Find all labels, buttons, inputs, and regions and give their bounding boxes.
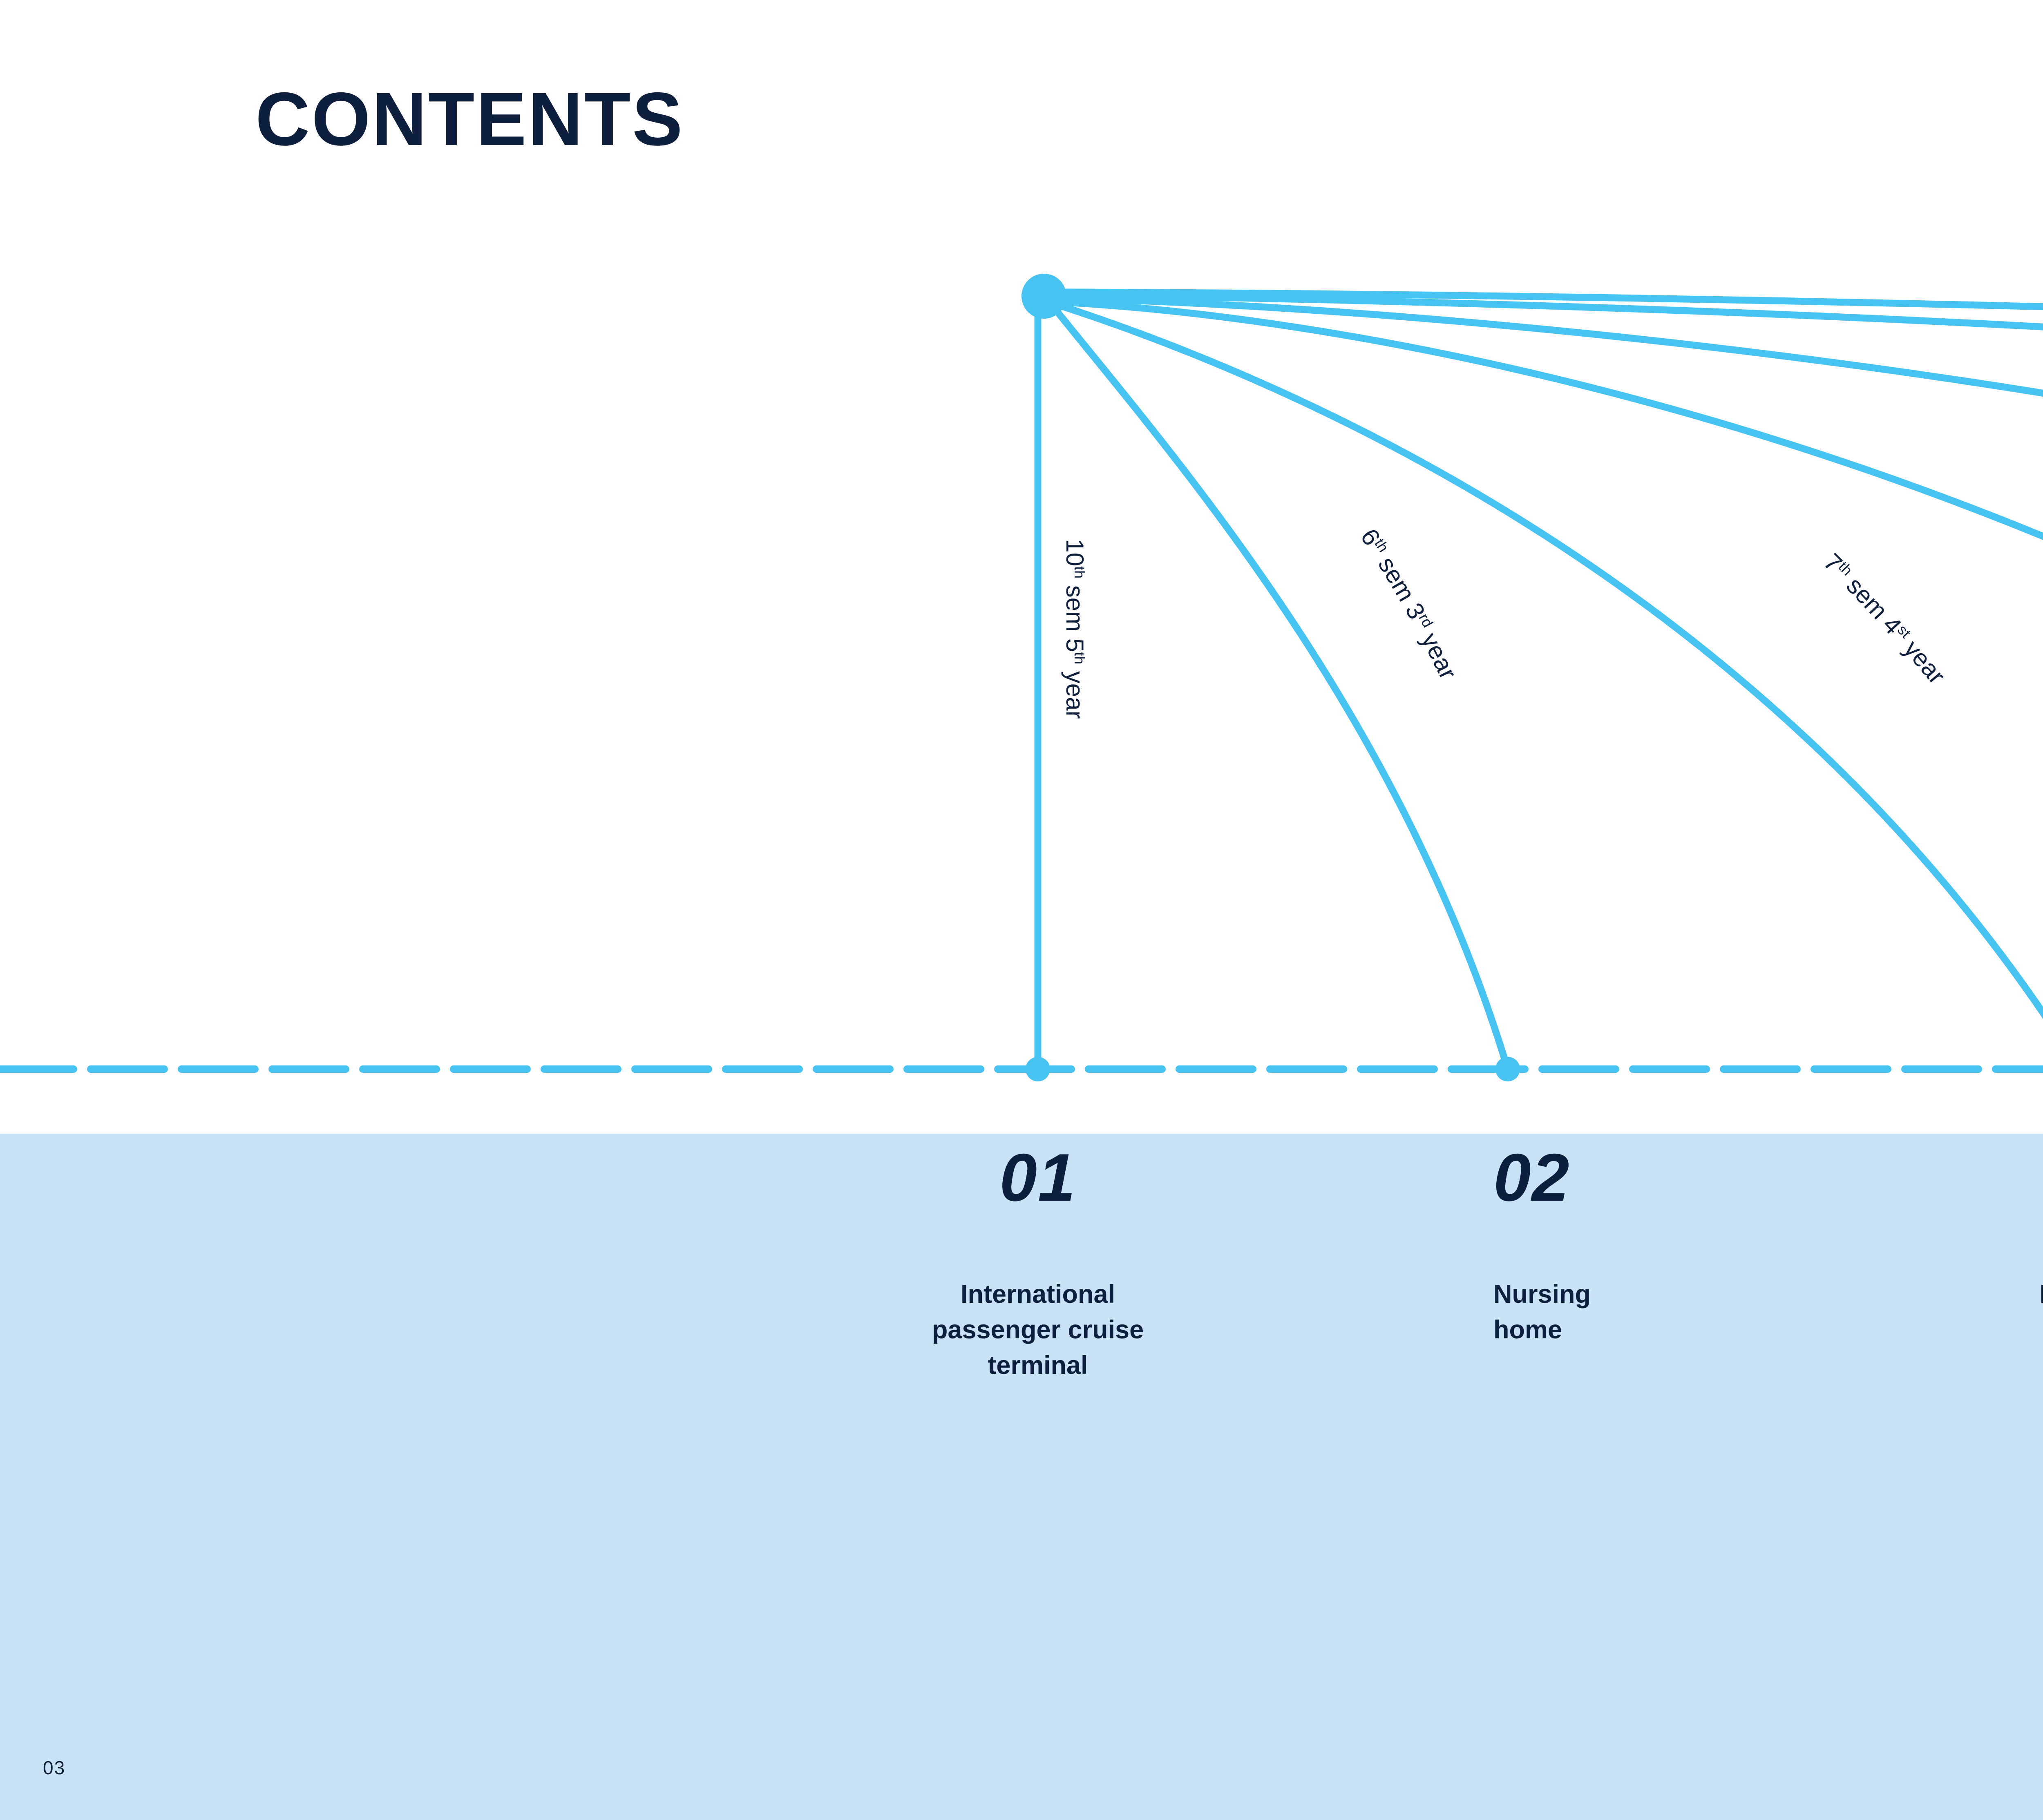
- timeline-node-01: [1026, 1057, 1050, 1081]
- branch-curve-3: [1059, 303, 2043, 1019]
- item-03-number: 03: [1957, 1144, 2043, 1211]
- branch-curve-5: [1062, 295, 2043, 397]
- branch-label-0-num: 10: [1061, 539, 1089, 566]
- page-number: 03: [43, 1757, 66, 1778]
- item-01-label: International passenger cruise terminal: [932, 1280, 1144, 1380]
- branch-label-0-sup: th: [1072, 566, 1089, 578]
- branch-curve-4: [1061, 299, 2043, 540]
- branch-curve-7: [1063, 288, 2043, 310]
- item-01-number: 01: [999, 1140, 1076, 1215]
- timeline-nodes: [1026, 1057, 1520, 1081]
- contents-item-03[interactable]: 03 Educational campus: [1957, 1144, 2043, 1348]
- branch-label-2-rest: sem 4: [1837, 567, 1907, 639]
- branch-label-1-tail: year: [1413, 622, 1462, 683]
- branch-label-0-tail: year: [1061, 664, 1089, 719]
- item-02-label: Nursing home: [1493, 1280, 1591, 1344]
- item-02-number: 02: [1493, 1140, 1570, 1215]
- page-title: CONTENTS: [255, 77, 684, 161]
- branch-label-0-rest: sem 5: [1061, 578, 1089, 652]
- branch-label-1: 6th sem 3rd year: [1355, 524, 1462, 683]
- contents-item-01[interactable]: 01 International passenger cruise termin…: [883, 1144, 1193, 1383]
- hub-node: [1022, 274, 1066, 319]
- branch-curves: [1034, 288, 2043, 1073]
- branch-label-0-sup2: th: [1072, 652, 1089, 664]
- branch-label-2: 7th sem 4st year: [1818, 548, 1951, 689]
- branch-curve-2: [1053, 307, 1511, 1073]
- lower-panel: [0, 1134, 2043, 1820]
- timeline-node-02: [1495, 1057, 1520, 1081]
- item-03-label: Educational campus: [1957, 1277, 2043, 1348]
- contents-item-02[interactable]: 02 Nursing home: [1493, 1144, 1804, 1348]
- branch-curve-6: [1063, 291, 2043, 331]
- branch-label-1-rest: sem 3: [1369, 546, 1431, 623]
